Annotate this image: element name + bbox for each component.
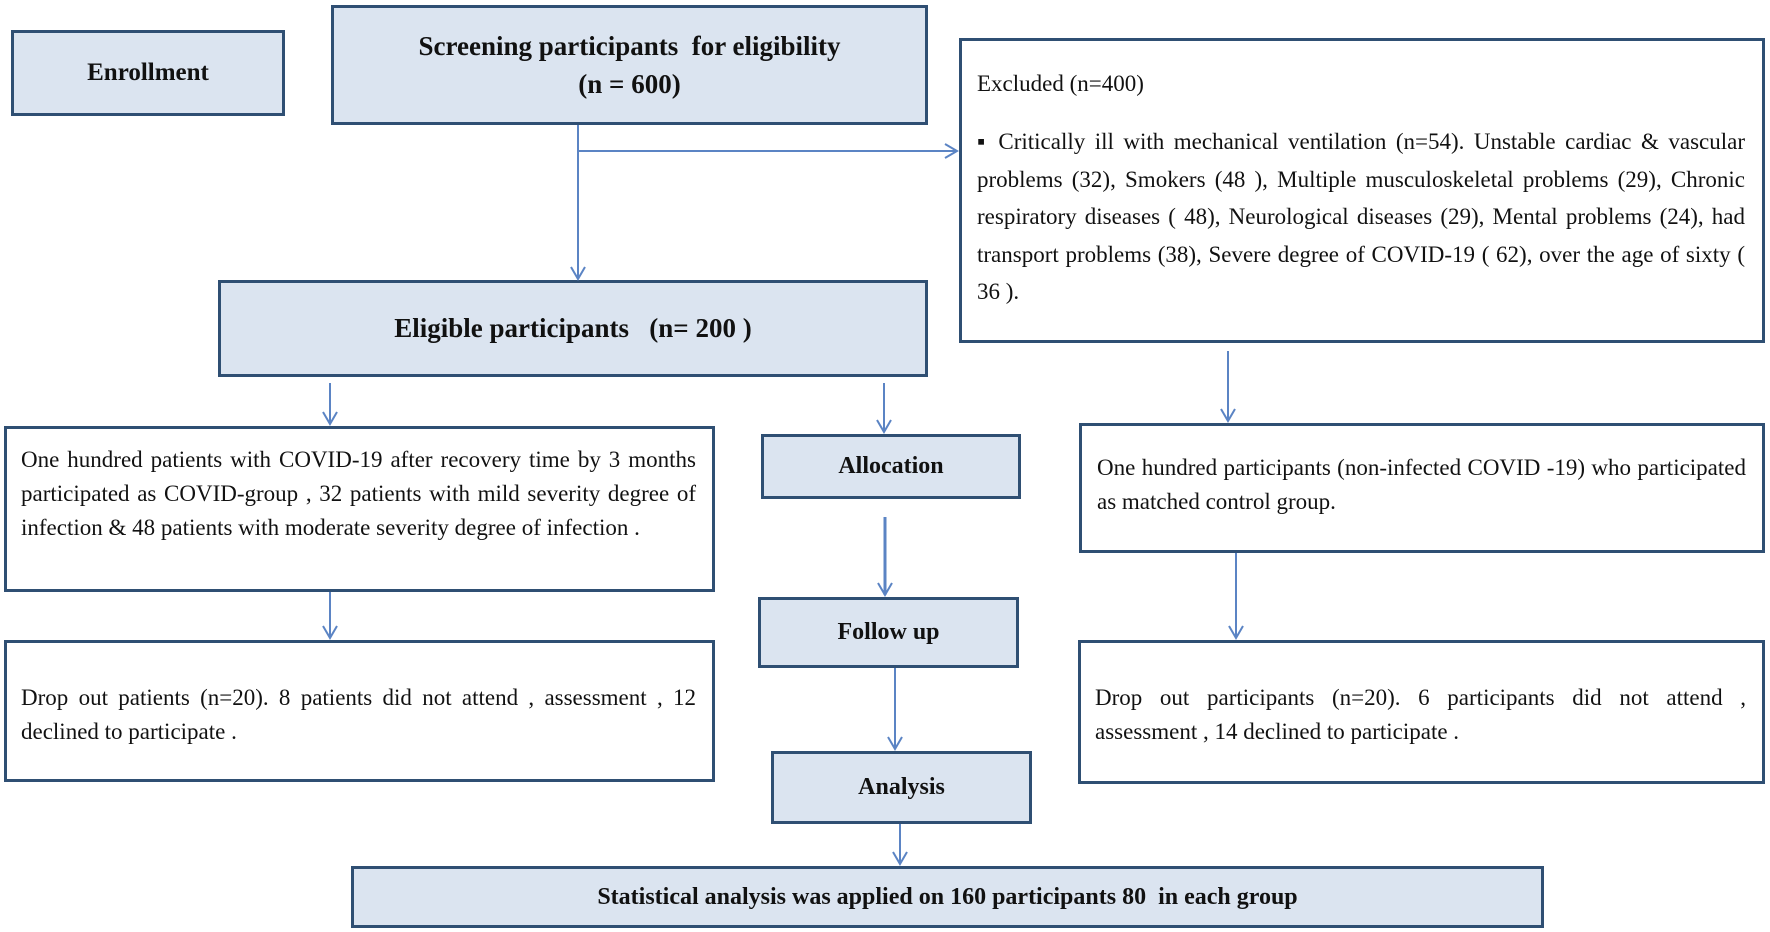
- analysis-box: Analysis: [771, 751, 1032, 824]
- analysis-label: Analysis: [858, 774, 945, 800]
- covid-group-text: One hundred patients with COVID-19 after…: [21, 447, 696, 540]
- control-dropout-box: Drop out participants (n=20). 6 particip…: [1078, 640, 1765, 784]
- follow-up-box: Follow up: [758, 597, 1019, 668]
- eligible-label: Eligible participants (n= 200 ): [394, 313, 752, 343]
- screening-box: Screening participants for eligibility (…: [331, 5, 928, 125]
- excluded-heading: Excluded (n=400): [977, 71, 1144, 96]
- enrollment-label: Enrollment: [87, 59, 209, 86]
- statistical-analysis-label: Statistical analysis was applied on 160 …: [597, 883, 1298, 910]
- excluded-box: Excluded (n=400) ▪ Critically ill with m…: [959, 38, 1765, 343]
- eligible-box: Eligible participants (n= 200 ): [218, 280, 928, 377]
- covid-dropout-box: Drop out patients (n=20). 8 patients did…: [4, 640, 715, 782]
- statistical-analysis-box: Statistical analysis was applied on 160 …: [351, 866, 1544, 928]
- excluded-details: ▪ Critically ill with mechanical ventila…: [977, 129, 1745, 304]
- follow-up-label: Follow up: [837, 619, 940, 645]
- control-group-box: One hundred participants (non-infected C…: [1079, 423, 1765, 553]
- allocation-box: Allocation: [761, 434, 1021, 499]
- screening-title: Screening participants for eligibility: [418, 31, 841, 61]
- covid-group-box: One hundred patients with COVID-19 after…: [4, 426, 715, 592]
- covid-dropout-text: Drop out patients (n=20). 8 patients did…: [21, 685, 696, 744]
- enrollment-box: Enrollment: [11, 30, 285, 116]
- control-dropout-text: Drop out participants (n=20). 6 particip…: [1095, 685, 1746, 744]
- control-group-text: One hundred participants (non-infected C…: [1097, 455, 1746, 514]
- allocation-label: Allocation: [838, 453, 944, 479]
- screening-count: (n = 600): [578, 69, 681, 99]
